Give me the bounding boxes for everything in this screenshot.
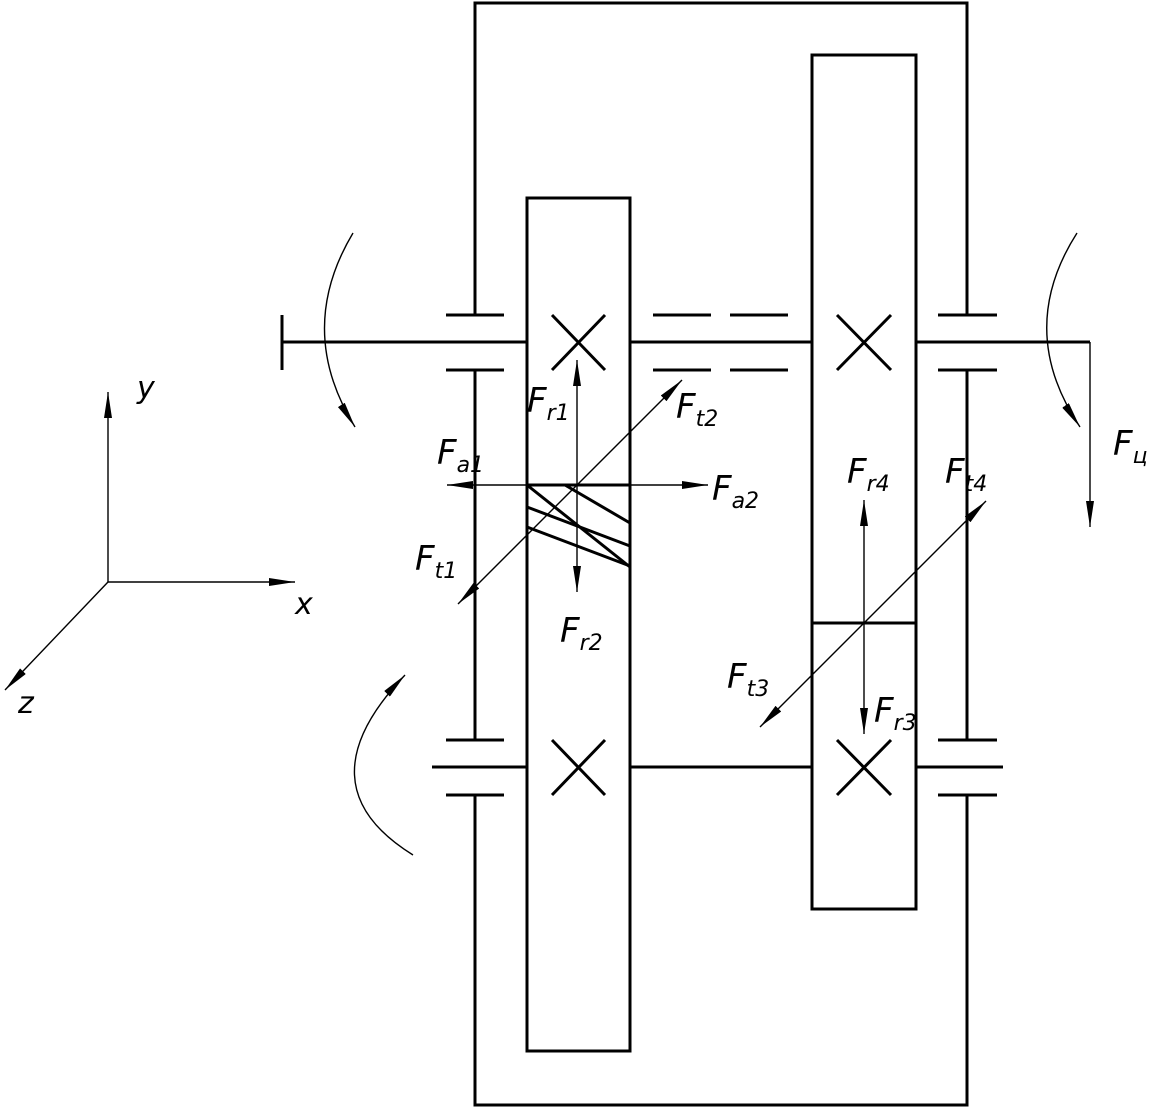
label-fr3: Fr3 bbox=[874, 691, 917, 736]
gear-right-upper-cross bbox=[835, 313, 893, 372]
label-fr1: Fr1 bbox=[527, 381, 570, 426]
label-ft2: Ft2 bbox=[676, 387, 718, 432]
axis-label-x: x bbox=[294, 587, 313, 622]
force-ft4-arrow bbox=[863, 500, 987, 624]
input-rotation-arc bbox=[323, 232, 356, 428]
bearing-output-right bbox=[938, 738, 997, 797]
label-fr2: Fr2 bbox=[560, 611, 603, 656]
force-ft-arrow bbox=[576, 379, 683, 486]
right-rotation-arc bbox=[1046, 232, 1081, 428]
axis-z bbox=[4, 581, 109, 691]
axis-label-z: z bbox=[17, 686, 35, 721]
label-fc: Fц bbox=[1113, 424, 1148, 469]
label-fa2: Fa2 bbox=[712, 469, 759, 514]
axis-label-y: y bbox=[136, 371, 156, 406]
label-fr4: Fr4 bbox=[847, 452, 890, 497]
housing-bottom bbox=[473, 795, 969, 1107]
label-ft4: Ft4 bbox=[945, 452, 987, 497]
housing-top bbox=[473, 1, 969, 315]
gear-left bbox=[525, 196, 632, 1053]
bearing-output-left bbox=[446, 738, 504, 797]
label-ft1: Ft1 bbox=[415, 539, 457, 584]
output-rotation-arc bbox=[353, 674, 414, 856]
label-fa1: Fa1 bbox=[437, 433, 484, 478]
shaft-passage-marks bbox=[653, 313, 788, 372]
gear-left-upper-cross bbox=[550, 313, 607, 372]
gear-left-lower-cross bbox=[550, 738, 607, 797]
bearing-input-left bbox=[446, 313, 504, 372]
force-ft3-arrow bbox=[759, 622, 865, 728]
bearing-input-right bbox=[938, 313, 997, 372]
force-ft-arrow-back bbox=[457, 484, 578, 605]
helix-hatching bbox=[526, 483, 631, 569]
label-ft3: Ft3 bbox=[727, 657, 769, 702]
gear-right bbox=[810, 53, 918, 911]
gear-right-lower-cross bbox=[835, 738, 893, 797]
